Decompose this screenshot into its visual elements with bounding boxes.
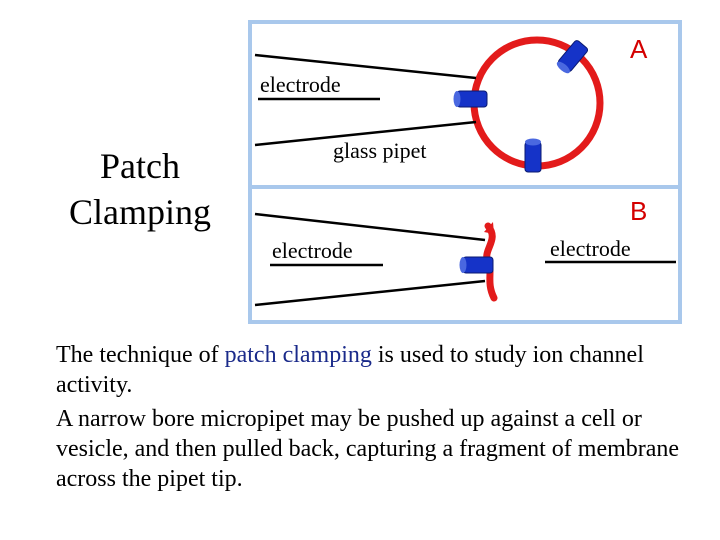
membrane-fragment-tip: [484, 222, 494, 234]
title-line-1: Patch: [100, 146, 180, 186]
paragraph-1: The technique of patch clamping is used …: [56, 340, 696, 400]
ion-channel-top: [556, 40, 589, 74]
pipet-upper-wall: [254, 53, 477, 80]
panel-b-left-electrode-label: electrode: [272, 238, 353, 263]
panel-a-electrode-label: electrode: [260, 72, 341, 97]
pipet-b-upper-wall: [254, 212, 486, 242]
panel-b-right-electrode-label: electrode: [550, 236, 631, 261]
paragraph-1-end: is used to study ion channel activity.: [56, 342, 644, 398]
title-line-2: Clamping: [69, 192, 211, 232]
diagram-frame: [248, 20, 682, 324]
paragraph-2: A narrow bore micropipet may be pushed u…: [56, 406, 680, 492]
panel-a-pipet-label: glass pipet: [333, 138, 427, 163]
ion-channel-bottom: [524, 138, 542, 173]
slide-title: Patch Clamping: [40, 143, 240, 235]
pipet-b-lower-wall: [254, 279, 486, 307]
panel-b-letter: B: [630, 196, 647, 226]
pipet-lower-wall: [254, 120, 477, 147]
body-text: The technique of patch clamping is used …: [56, 340, 696, 498]
ion-channel-patch: [459, 256, 494, 274]
panel-a-letter: A: [630, 34, 648, 64]
ion-channel-left: [453, 90, 488, 108]
paragraph-1-start: The technique of: [56, 342, 225, 368]
highlight-term: patch clamping: [224, 342, 372, 368]
